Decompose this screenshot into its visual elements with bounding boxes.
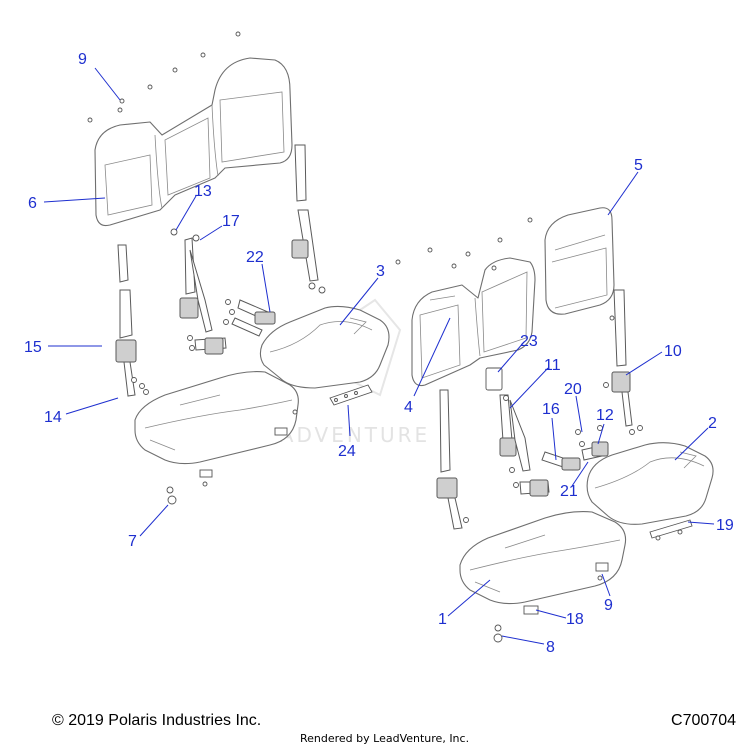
callout-7: 7	[128, 533, 137, 550]
callout-19: 19	[716, 517, 734, 534]
center-seat-belt-left	[170, 228, 227, 355]
callout-13: 13	[194, 183, 212, 200]
leader-16	[551, 417, 557, 461]
leader-12	[597, 423, 605, 445]
bench-brackets-right	[493, 562, 609, 643]
leader-9a	[94, 67, 121, 101]
callout-5: 5	[634, 157, 643, 174]
rear-backrest-hardware	[87, 31, 241, 123]
leader-22	[261, 263, 271, 313]
copyright-text: © 2019 Polaris Industries Inc.	[52, 712, 262, 729]
support-bracket-24	[329, 384, 373, 406]
leader-7	[139, 504, 169, 537]
callout-11: 11	[544, 357, 561, 374]
buckle-assembly-lower	[541, 425, 609, 471]
rear-seat-belt-right	[291, 144, 326, 294]
callout-16: 16	[542, 401, 560, 418]
callout-8: 8	[546, 639, 555, 656]
callout-17: 17	[222, 213, 240, 230]
leader-10	[625, 351, 663, 376]
buckle-assembly-upper	[223, 299, 276, 337]
leader-19	[687, 521, 715, 525]
callout-6: 6	[28, 195, 37, 212]
leader-11	[509, 367, 549, 409]
callout-2: 2	[708, 415, 717, 432]
bench-brackets-left	[166, 409, 298, 505]
callout-18: 18	[566, 611, 584, 628]
callout-24: 24	[338, 443, 356, 460]
leader-14	[65, 397, 119, 415]
leader-2	[674, 427, 709, 461]
callout-15: 15	[24, 339, 42, 356]
leader-17	[199, 225, 223, 241]
callout-14: 14	[44, 409, 62, 426]
callout-10: 10	[664, 343, 682, 360]
callout-20: 20	[564, 381, 582, 398]
front-seat-belt-right	[603, 289, 643, 435]
callout-9a: 9	[78, 51, 87, 68]
callout-4: 4	[404, 399, 413, 416]
leader-9b	[601, 573, 611, 597]
single-backrest-5	[544, 207, 615, 315]
leader-6	[43, 197, 106, 203]
callout-21: 21	[560, 483, 578, 500]
callout-1: 1	[438, 611, 447, 628]
callout-9b: 9	[604, 597, 613, 614]
seat-cushion-3	[259, 305, 390, 389]
single-seat-cushion-2	[586, 442, 714, 525]
callout-22: 22	[246, 249, 264, 266]
callout-labels: 9 6 13 17 22 3 15 14 24 7 5 23 11 4 10 2…	[24, 51, 734, 656]
bench-seat-bottom-left	[134, 371, 299, 465]
callout-23: 23	[520, 333, 538, 350]
bench-seat-bottom-right	[459, 511, 627, 605]
callout-3: 3	[376, 263, 385, 280]
leader-18	[535, 609, 567, 619]
leader-lines	[43, 67, 715, 645]
left-seat-belt	[115, 244, 149, 397]
callout-12: 12	[596, 407, 614, 424]
front-seat-belt-center	[485, 367, 550, 497]
leader-8	[501, 635, 545, 645]
front-backrest-hardware	[395, 217, 615, 321]
front-seat-belt-left	[436, 389, 469, 530]
mount-plate-23	[485, 367, 503, 391]
leader-20	[575, 395, 583, 433]
leader-21	[571, 461, 589, 487]
front-backrest-assembly	[411, 257, 536, 387]
leader-1	[447, 579, 491, 617]
diagram-code: C700704	[671, 712, 736, 729]
leader-3	[339, 277, 379, 326]
support-bracket-19	[649, 519, 693, 541]
rear-backrest-assembly	[94, 57, 293, 227]
leader-24	[347, 404, 351, 437]
leader-23	[497, 341, 525, 373]
leader-4	[413, 317, 451, 397]
rendered-by-text: Rendered by LeadVenture, Inc.	[300, 732, 470, 745]
leader-5	[607, 171, 639, 216]
leader-13	[175, 195, 197, 231]
